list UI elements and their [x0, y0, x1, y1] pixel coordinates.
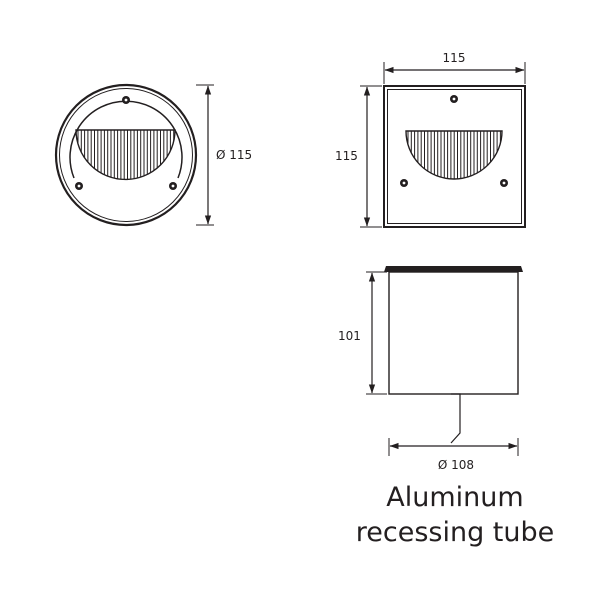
caption-line-1: Aluminum [386, 482, 523, 513]
round-louver-slats [77, 130, 175, 180]
tube-diameter-label: Ø 108 [438, 458, 474, 472]
screw-icon [450, 95, 458, 103]
square-width-label: 115 [443, 51, 466, 65]
tube-height-label: 101 [338, 329, 361, 343]
round-cover-view: Ø 115 [54, 83, 252, 227]
square-cover-view: 115 115 [335, 51, 526, 228]
round-cover-inner-rim [59, 88, 193, 222]
screw-icon [75, 182, 83, 190]
round-diameter-label: Ø 115 [216, 148, 252, 162]
screw-icon [169, 182, 177, 190]
square-louver-slats [407, 131, 501, 179]
screw-icon [400, 179, 408, 187]
square-height-label: 115 [335, 149, 358, 163]
tube-flange [384, 266, 523, 272]
round-louver-outline [75, 129, 176, 181]
round-window-arc [69, 100, 183, 179]
screw-icon [500, 179, 508, 187]
caption-line-2: recessing tube [356, 517, 555, 548]
tube-cable-gland [450, 393, 461, 444]
tube-side-view: 101 Ø 108 [338, 266, 523, 472]
square-cover-inner [387, 89, 522, 224]
tube-body [388, 271, 519, 395]
round-cover-outer-rim [54, 83, 198, 227]
screw-icon [122, 96, 130, 104]
square-cover-outer [383, 85, 526, 228]
